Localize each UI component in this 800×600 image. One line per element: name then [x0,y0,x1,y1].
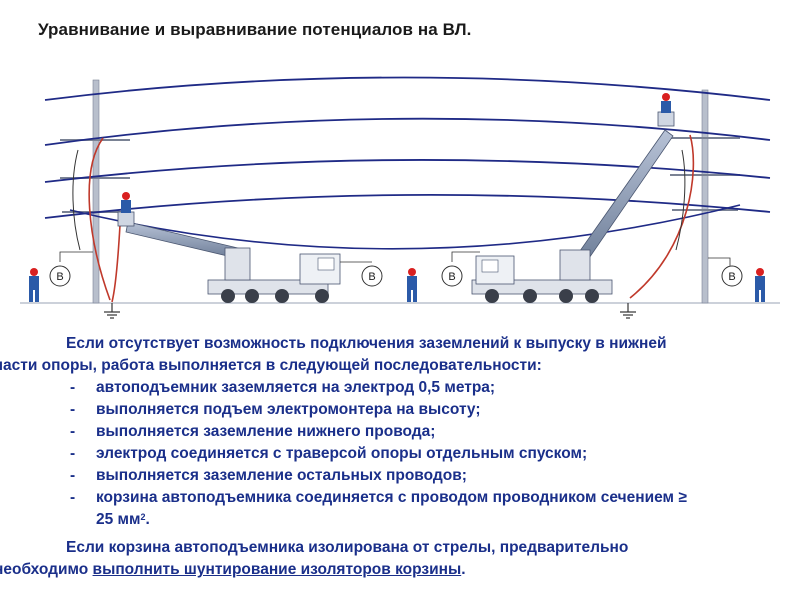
wire-lower [69,204,741,250]
list-item: -электрод соединяется с траверсой опоры … [70,445,588,462]
wire-4 [44,194,771,219]
slide-title: Уравнивание и выравнивание потенциалов н… [38,20,472,39]
voltmeter-4: В [721,265,743,287]
overhead-wires [44,76,771,219]
worker-figure [29,268,39,302]
wheel [221,289,235,303]
wire-2 [44,117,771,146]
list-item: -автоподъемник заземляется на электрод 0… [70,379,496,396]
note-line-1: Если корзина автоподъемника изолирована … [66,539,629,556]
worker-figure [755,268,765,302]
left-boom [125,221,239,259]
steps-list: -автоподъемник заземляется на электрод 0… [30,377,780,531]
overhead-line-illustration: В В В В [20,76,780,319]
note-paragraph: Если корзина автоподъемника изолирована … [0,537,780,581]
shunting-link[interactable]: выполнить шунтирование изоляторов корзин… [92,561,462,578]
voltmeter-3: В [441,265,463,287]
intro-line-1: Если отсутствует возможность подключения… [66,335,667,352]
instruction-text: Если отсутствует возможность подключения… [0,333,780,581]
list-item: -выполняется подъем электромонтера на вы… [70,401,481,418]
voltmeter-1: В [49,265,71,287]
ground-lead-black [72,149,81,251]
intro-line-2: части опоры, работа выполняется в следую… [0,357,542,374]
ground-lead-black-2 [675,149,686,251]
voltmeter-2: В [361,265,383,287]
right-truck [471,111,675,303]
voltmeter-label: В [448,271,455,283]
worker-in-basket-left [121,192,131,213]
ground-leads [88,134,695,303]
right-boom [574,129,674,265]
ground-symbol-left [104,303,120,319]
worker-figure [407,268,417,302]
list-item: -выполняется заземление остальных провод… [70,467,467,484]
wire-top [44,76,771,101]
list-item: -выполняется заземление нижнего провода; [70,423,436,440]
left-truck [117,211,341,303]
intro-paragraph: Если отсутствует возможность подключения… [0,333,780,377]
note-line-2-start: необходимо [0,561,93,578]
worker-in-basket-right [661,93,671,113]
voltmeter-label: В [728,271,735,283]
left-pole [60,79,130,304]
ground-symbol-right [620,303,636,319]
left-basket [117,211,135,227]
list-item: -корзина автоподъемника соединяется с пр… [70,489,687,528]
voltmeter-label: В [368,271,375,283]
right-basket [657,111,675,127]
wire-3 [44,159,771,183]
voltmeter-label: В [56,271,63,283]
